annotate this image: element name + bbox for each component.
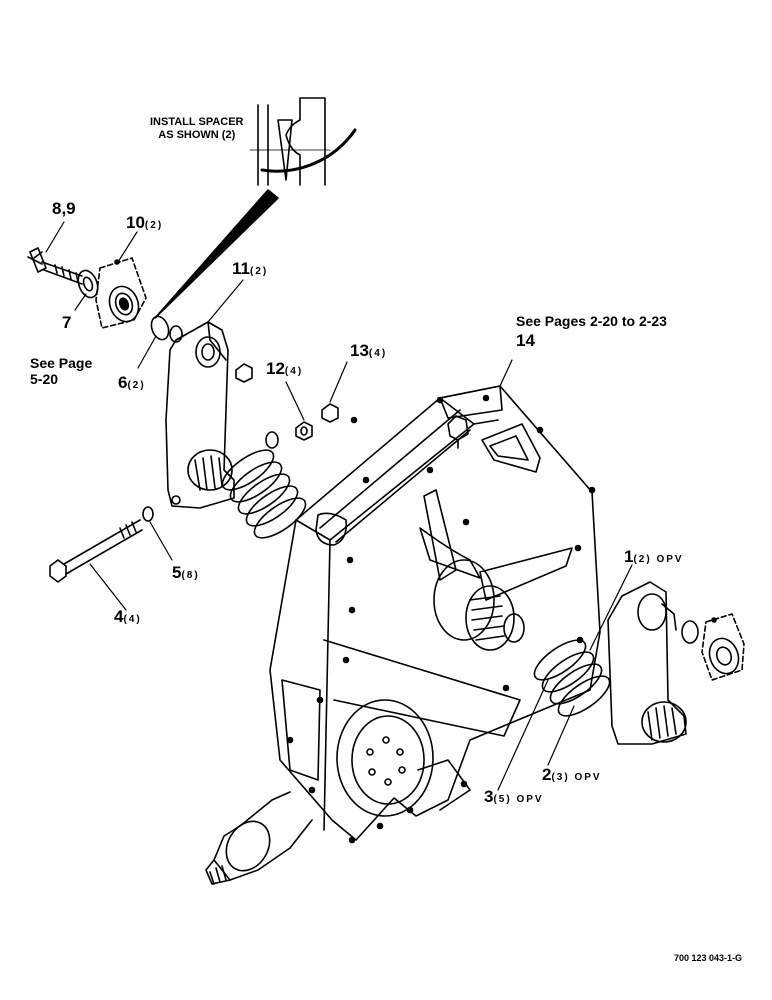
note-line-2: AS SHOWN (2): [158, 128, 236, 141]
callout-14: 14: [516, 331, 535, 350]
bolt-8-9: [27, 247, 83, 285]
nut-13: [321, 403, 339, 423]
callout-1: 1(2) OPV: [624, 547, 684, 566]
callout-7: 7: [62, 313, 72, 332]
note-line-1: INSTALL SPACER: [150, 116, 244, 128]
washer-near-spring: [265, 431, 279, 449]
nut-12: [295, 421, 313, 441]
callout-10: 10(2): [126, 213, 164, 232]
callout-12: 12(4): [266, 359, 304, 378]
spacer-detail-inset: [154, 97, 357, 319]
compression-spring-left: [221, 449, 307, 539]
see-page-5-20-line-1: See Page: [30, 355, 93, 371]
gearbox-housing-14: [205, 385, 601, 885]
callout-11: 11(2): [232, 259, 269, 278]
bearing-flange-right: [701, 613, 745, 681]
leader-lines: [45, 221, 633, 791]
callout-4: 4(4): [114, 607, 142, 626]
spacer-6: [150, 315, 170, 341]
tension-arm-11: [165, 321, 253, 509]
compression-spring-right: [533, 639, 611, 717]
callout-13: 13(4): [350, 341, 388, 360]
see-pages-2-20: See Pages 2-20 to 2-23: [516, 313, 667, 329]
washer-5: [142, 506, 154, 522]
callout-3: 3(5) OPV: [484, 787, 544, 806]
callout-8-9: 8,9: [52, 199, 76, 218]
washer-7: [77, 269, 99, 299]
callout-2: 2(3) OPV: [542, 765, 602, 784]
figure-code: 700 123 043-1-G: [674, 953, 743, 963]
callout-5: 5(8): [172, 563, 200, 582]
bolt-4: [49, 519, 143, 583]
bearing-flange-10: [95, 257, 147, 329]
install-spacer-note: INSTALL SPACER AS SHOWN (2): [150, 116, 244, 141]
tension-arm-1: [607, 581, 699, 745]
see-page-5-20-line-2: 5-20: [30, 371, 59, 387]
callout-6: 6(2): [118, 373, 146, 392]
see-page-5-20: See Page 5-20: [30, 356, 92, 386]
